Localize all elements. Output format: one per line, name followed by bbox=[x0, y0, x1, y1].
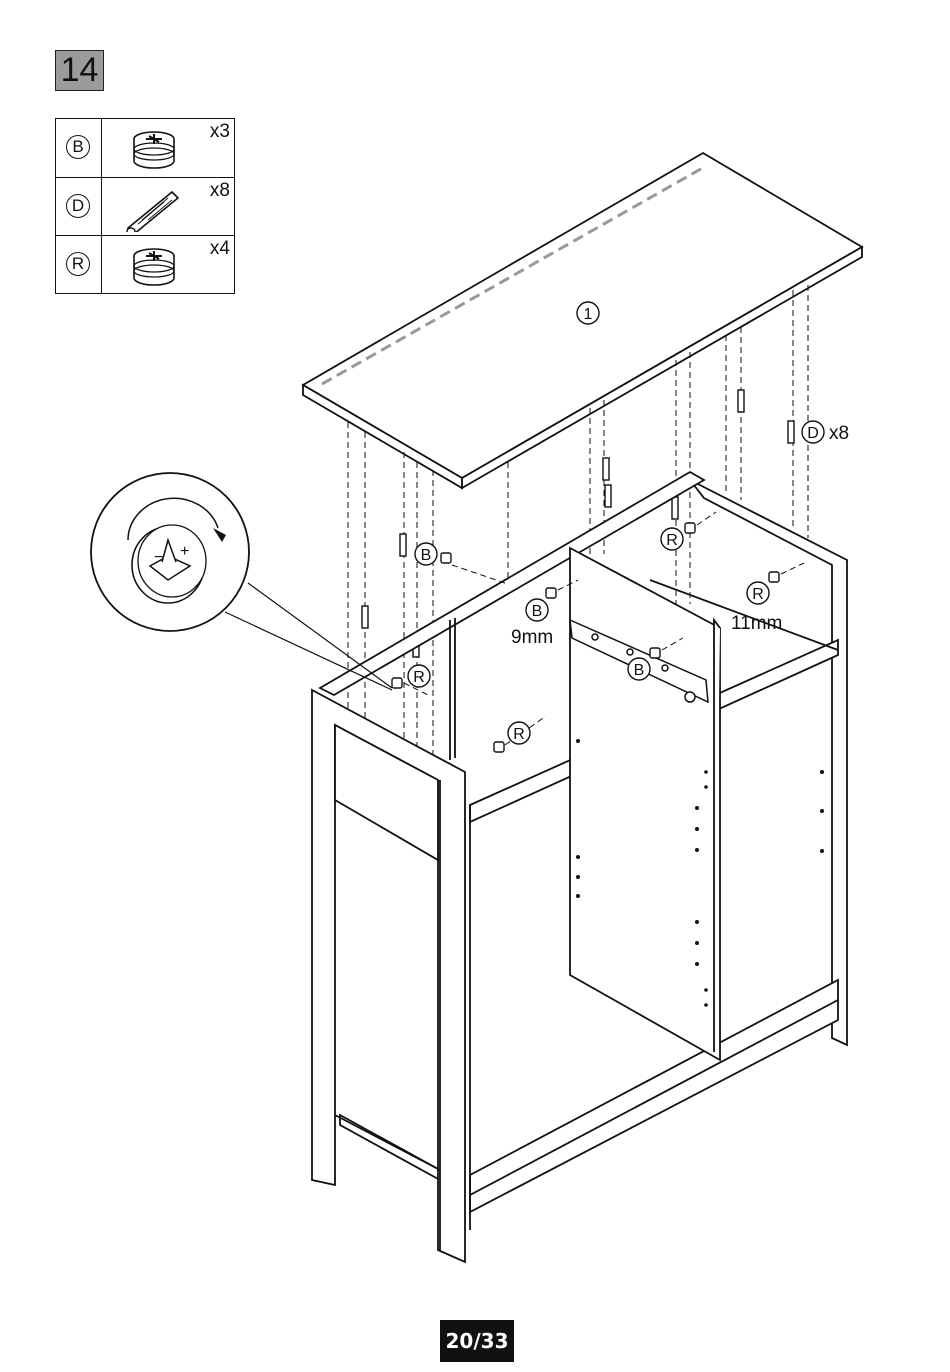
callout-b-2: B bbox=[526, 599, 548, 621]
page-number: 20/33 bbox=[440, 1320, 514, 1362]
dimension-9mm: 9mm bbox=[511, 627, 553, 648]
detail-plus-sign: + bbox=[180, 543, 189, 560]
dowel-callout-letter: D bbox=[807, 425, 819, 442]
svg-text:B: B bbox=[634, 662, 645, 679]
dowel-callout-quantity: x8 bbox=[829, 423, 849, 444]
dimension-11mm: 11mm bbox=[731, 613, 782, 634]
callout-b-3: B bbox=[628, 658, 650, 680]
callout-r-4: R bbox=[508, 722, 530, 744]
detail-minus-sign: − bbox=[154, 549, 163, 566]
top-panel-number: 1 bbox=[584, 306, 593, 323]
svg-text:B: B bbox=[421, 547, 432, 564]
svg-text:B: B bbox=[532, 603, 543, 620]
callout-r-2: R bbox=[747, 582, 769, 604]
callout-r-1: R bbox=[661, 528, 683, 550]
callout-r-3: R bbox=[408, 665, 430, 687]
detail-magnifier: − + bbox=[91, 473, 392, 690]
callout-b-1: B bbox=[415, 543, 437, 565]
svg-text:R: R bbox=[513, 726, 525, 743]
svg-text:R: R bbox=[752, 586, 764, 603]
svg-text:R: R bbox=[666, 532, 678, 549]
svg-text:R: R bbox=[413, 669, 425, 686]
